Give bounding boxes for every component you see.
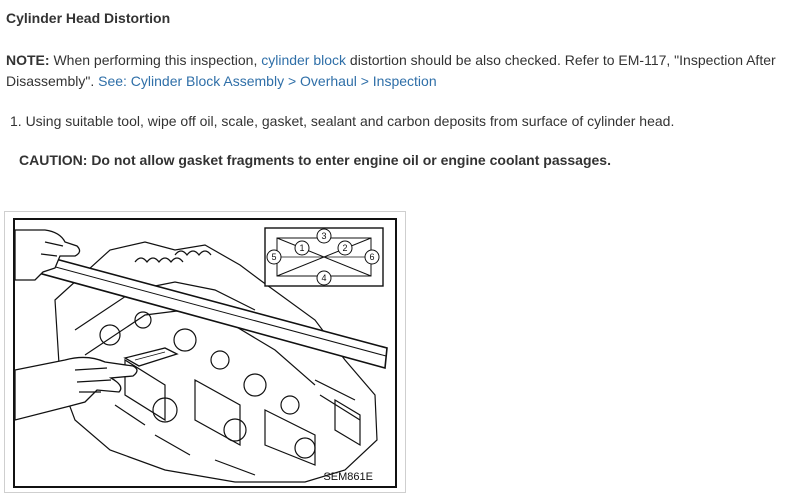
diagram-point-3: 3 — [321, 231, 326, 241]
cylinder-head-illustration: 1 2 3 4 5 6 — [15, 227, 388, 483]
diagram-point-1: 1 — [299, 243, 304, 253]
diagram-point-6: 6 — [369, 252, 374, 262]
figure-code: SEM861E — [323, 471, 373, 483]
note-label: NOTE: — [6, 52, 50, 68]
measurement-diagram: 1 2 3 4 5 6 — [264, 227, 384, 287]
diagram-point-2: 2 — [342, 243, 347, 253]
step-1-instruction: 1. Using suitable tool, wipe off oil, sc… — [10, 113, 675, 129]
section-title: Cylinder Head Distortion — [6, 10, 171, 26]
caution-text: CAUTION: Do not allow gasket fragments t… — [19, 152, 611, 168]
cylinder-block-link[interactable]: cylinder block — [261, 52, 347, 68]
hand-bottom — [15, 356, 138, 421]
figure-image: 1 2 3 4 5 6 SEM861E — [4, 211, 406, 493]
feeler-gauge — [123, 347, 179, 367]
note-paragraph: NOTE: When performing this inspection, c… — [6, 50, 806, 92]
hand-top — [15, 229, 81, 281]
diagram-point-5: 5 — [271, 252, 276, 262]
diagram-point-4: 4 — [321, 273, 326, 283]
engine-block-sketch — [54, 241, 378, 483]
figure-illustration: 1 2 3 4 5 6 SEM861E — [13, 218, 397, 488]
note-text-before: When performing this inspection, — [49, 52, 262, 68]
note-text-after: distortion should be also checked. Refer… — [6, 52, 776, 89]
see-inspection-link[interactable]: See: Cylinder Block Assembly > Overhaul … — [98, 73, 437, 89]
